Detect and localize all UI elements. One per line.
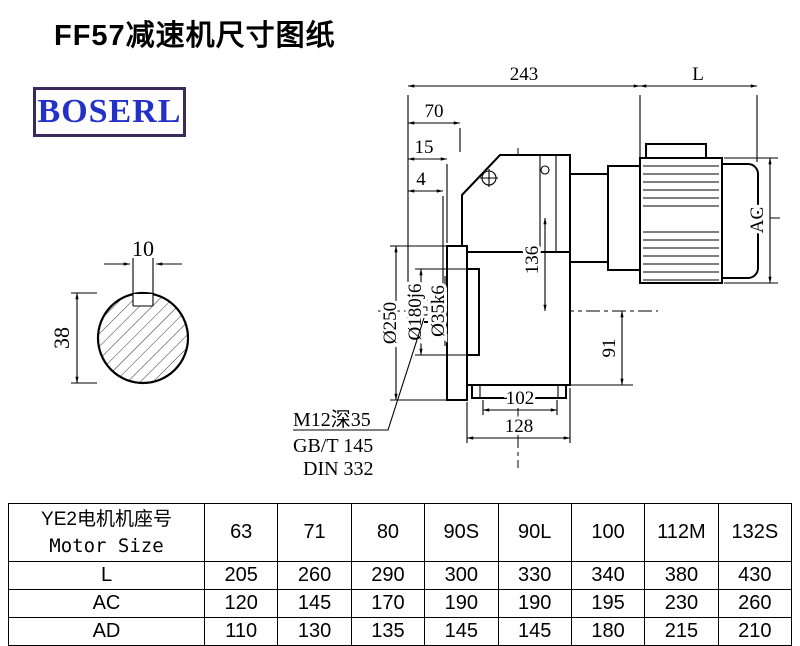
motor-size-100: 100: [570, 503, 646, 562]
table-cell: 430: [717, 561, 793, 590]
table-row-ad: AD 110 130 135 145 145 180 215 210: [8, 617, 793, 646]
shaft-end-view: 10 38: [46, 236, 190, 385]
dim-4: 4: [416, 169, 426, 190]
dim-shaft-dia: Ø35k6: [428, 285, 449, 337]
table-row-l: L 205 260 290 300 330 340 380 430: [8, 561, 793, 590]
motor-size-132s: 132S: [717, 503, 793, 562]
table-cell: 210: [717, 617, 793, 646]
terminal-box: [645, 143, 707, 159]
table-cell: 145: [424, 617, 499, 646]
table-cell: 300: [424, 561, 499, 590]
dim-flange-dia: Ø250: [380, 302, 401, 344]
dim-shaft-key-width: 10: [132, 236, 154, 261]
table-cell: 380: [644, 561, 719, 590]
table-cell: 195: [570, 589, 646, 618]
table-cell: 205: [203, 561, 279, 590]
housing-upper: [461, 154, 571, 253]
note-gb-standard: GB/T 145: [293, 435, 373, 457]
table-cell: 130: [277, 617, 352, 646]
flange-spigot: [466, 268, 480, 356]
table-cell: 135: [350, 617, 426, 646]
dim-128: 128: [505, 416, 534, 437]
housing-base: [471, 384, 567, 399]
table-header-motor-size: YE2电机机座号 Motor Size: [8, 503, 205, 562]
table-cell: 215: [644, 617, 719, 646]
housing-lower: [466, 251, 571, 386]
row-label-ac: AC: [8, 589, 205, 618]
dim-motor-dia: AC: [747, 207, 768, 233]
table-cell: 145: [277, 589, 352, 618]
table-header-cn: YE2电机机座号: [41, 508, 172, 530]
motor-size-table: YE2电机机座号 Motor Size 63 71 80 90S 90L 100…: [8, 503, 793, 646]
table-cell: 110: [203, 617, 279, 646]
table-cell: 180: [570, 617, 646, 646]
table-cell: 190: [497, 589, 572, 618]
table-header-en: Motor Size: [49, 534, 164, 557]
table-cell: 330: [497, 561, 572, 590]
main-view: 243 L 70 15 4 Ø250 Ø180j6 Ø35k6: [293, 64, 780, 480]
table-row-ac: AC 120 145 170 190 190 195 230 260: [8, 589, 793, 618]
row-label-l: L: [8, 561, 205, 590]
motor-adapter: [569, 173, 609, 263]
row-label-ad: AD: [8, 617, 205, 646]
table-header-row: YE2电机机座号 Motor Size 63 71 80 90S 90L 100…: [8, 503, 793, 562]
technical-drawing: 10 38: [46, 64, 780, 480]
dim-shaft-height: 38: [49, 327, 74, 349]
dim-center-height: 136: [522, 246, 543, 275]
table-cell: 260: [717, 589, 793, 618]
motor-flange: [607, 165, 641, 271]
brand-logo-text: BOSERL: [37, 93, 182, 130]
note-thread: M12深35: [293, 408, 371, 431]
table-cell: 340: [570, 561, 646, 590]
table-cell: 145: [497, 617, 572, 646]
table-cell: 170: [350, 589, 426, 618]
table-cell: 260: [277, 561, 352, 590]
motor-size-63: 63: [203, 503, 279, 562]
table-cell: 290: [350, 561, 426, 590]
page-title: FF57减速机尺寸图纸: [54, 20, 336, 52]
motor-size-90s: 90S: [424, 503, 499, 562]
dim-91: 91: [599, 339, 620, 358]
dim-top-width: 243: [510, 64, 539, 85]
motor-size-112m: 112M: [644, 503, 719, 562]
dim-motor-length: L: [692, 64, 704, 85]
brand-logo: BOSERL: [33, 87, 186, 137]
motor-size-80: 80: [350, 503, 426, 562]
table-cell: 190: [424, 589, 499, 618]
table-cell: 230: [644, 589, 719, 618]
table-cell: 120: [203, 589, 279, 618]
fan-cowl: [721, 163, 759, 279]
motor-size-90l: 90L: [497, 503, 572, 562]
note-din-standard: DIN 332: [303, 458, 374, 480]
dim-70: 70: [425, 101, 444, 122]
motor-size-71: 71: [277, 503, 352, 562]
dim-15: 15: [415, 137, 434, 158]
dim-102: 102: [506, 388, 535, 409]
motor-fins: [643, 165, 719, 281]
dim-spigot-dia: Ø180j6: [405, 284, 426, 341]
